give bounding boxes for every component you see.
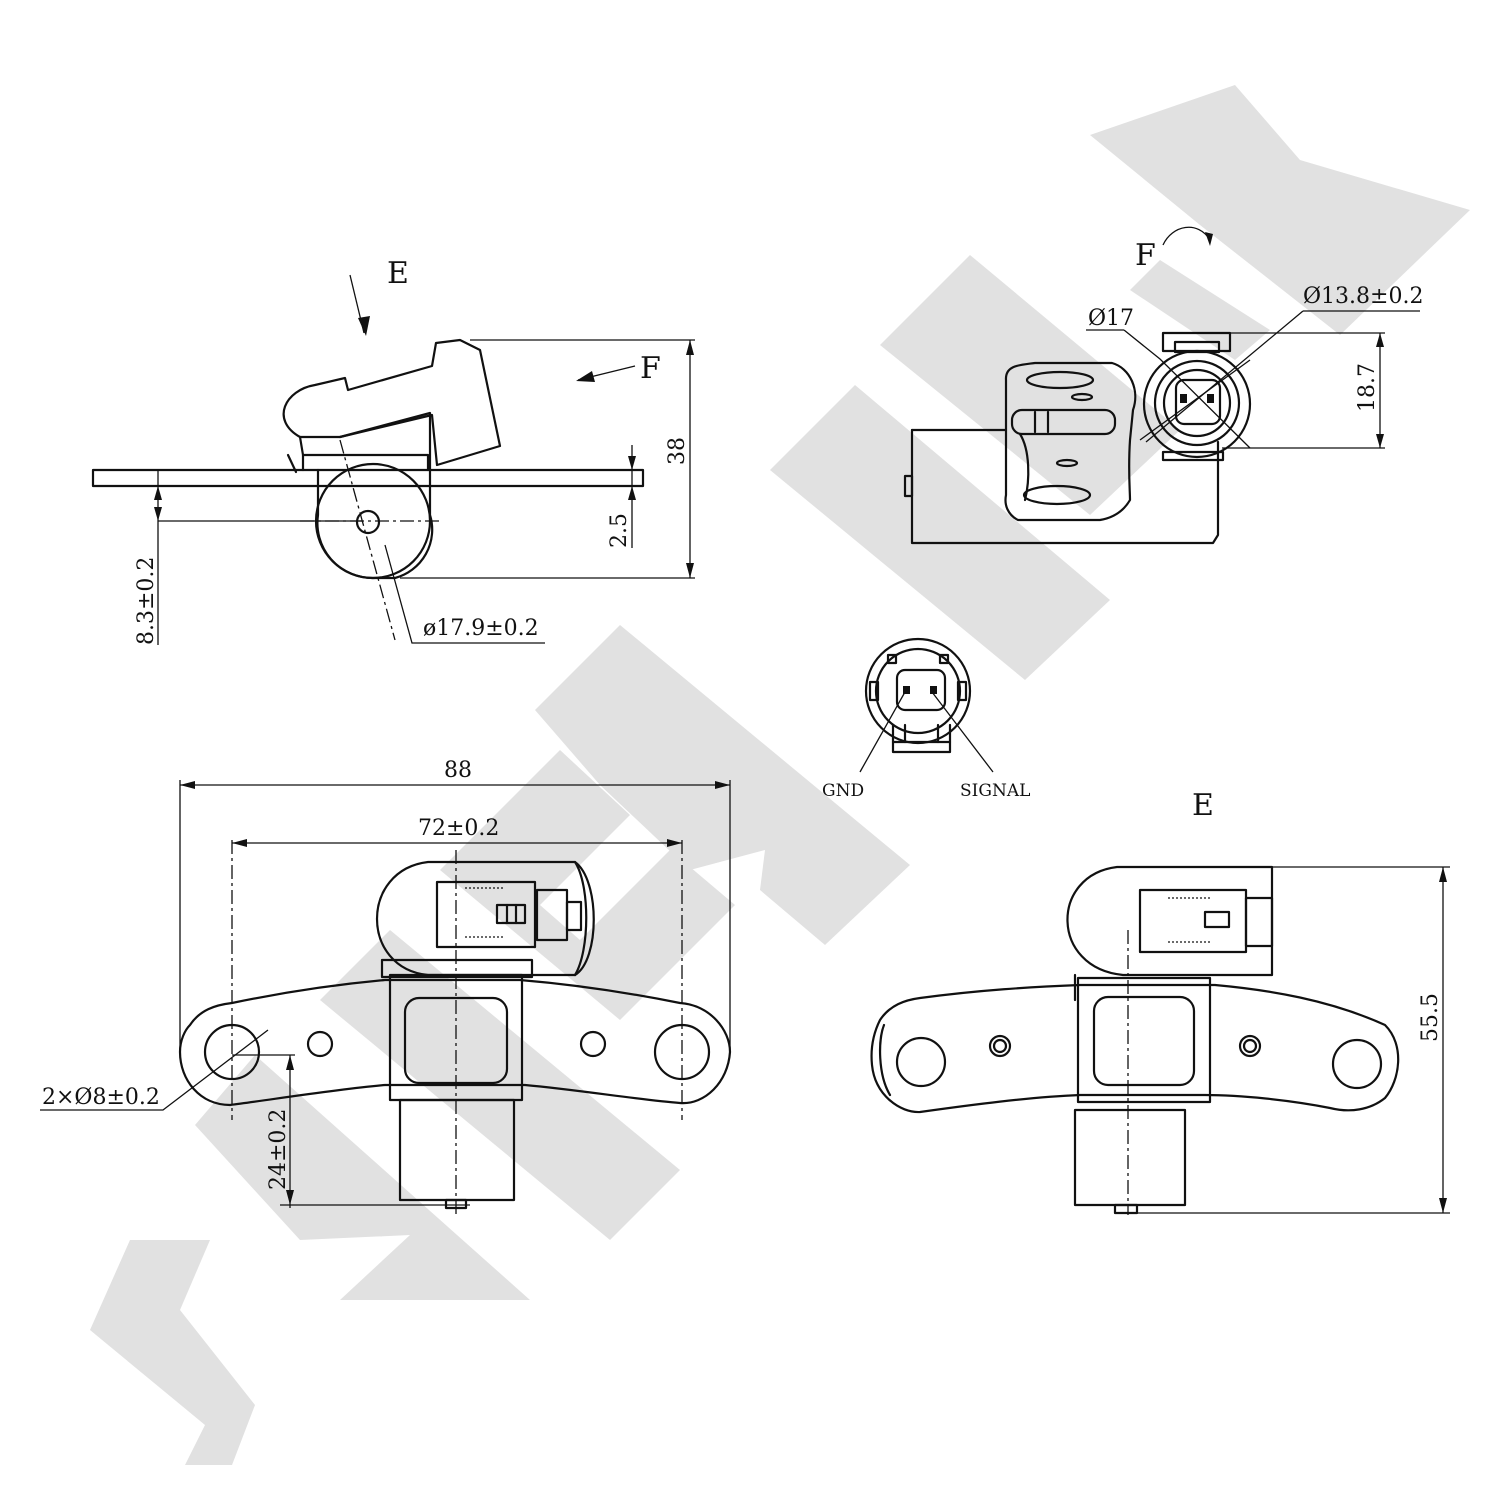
dim-flange: 2.5 (607, 513, 632, 548)
view-f-label: F (640, 351, 661, 386)
sensor-stem (1073, 1108, 1187, 1207)
view-e-label: E (387, 256, 409, 291)
mounting-flange (91, 468, 645, 488)
dim-holes: 72±0.2 (418, 816, 499, 841)
connector-socket (1142, 349, 1252, 459)
side-view: E F 38 2.5 8.3±0.2 ø17.9±0.2 (91, 256, 695, 645)
pin-gnd (903, 686, 910, 694)
dim-hole-dia: 2×Ø8±0.2 (42, 1085, 160, 1110)
connector-face-view: GND SIGNAL (822, 637, 1030, 801)
gnd-label: GND (822, 781, 864, 801)
view-f-label: F (1135, 238, 1156, 273)
body-block (910, 428, 1220, 545)
dim-h-18: 18.7 (1355, 363, 1380, 412)
flange-arm (870, 983, 1400, 1114)
connector-head (1066, 865, 1274, 977)
pin-cavity (895, 668, 947, 712)
connector-head (375, 860, 595, 977)
center-block (1076, 976, 1212, 1104)
mount-hole-right (1331, 1038, 1383, 1090)
view-e-label: E (1192, 788, 1214, 823)
dim-diameter: ø17.9±0.2 (423, 616, 539, 641)
dim-h-55: 55.5 (1418, 993, 1443, 1042)
center-hole (355, 509, 381, 535)
mount-hole-left (895, 1036, 947, 1088)
top-right-view: 18.7 Ø17 Ø13.8±0.2 F (903, 226, 1423, 545)
front-view: 88 72±0.2 2×Ø8±0.2 24±0.2 (40, 758, 732, 1215)
pin-signal (930, 686, 937, 694)
view-e: E 55.5 (870, 788, 1450, 1215)
dim-depth: 24±0.2 (266, 1109, 291, 1190)
connector-housing (282, 338, 502, 467)
connector-outer-ring (864, 637, 972, 745)
flange-arm (178, 978, 732, 1107)
rotation-arrow-icon (1162, 226, 1211, 246)
bracket (1004, 361, 1137, 522)
signal-label: SIGNAL (960, 781, 1030, 801)
dim-d17: Ø17 (1088, 306, 1134, 331)
dim-total: 88 (444, 758, 472, 783)
watermark-logo (90, 85, 1470, 1465)
dim-height: 38 (665, 437, 690, 465)
dim-offset: 8.3±0.2 (134, 557, 159, 645)
dim-d13: Ø13.8±0.2 (1303, 284, 1423, 309)
